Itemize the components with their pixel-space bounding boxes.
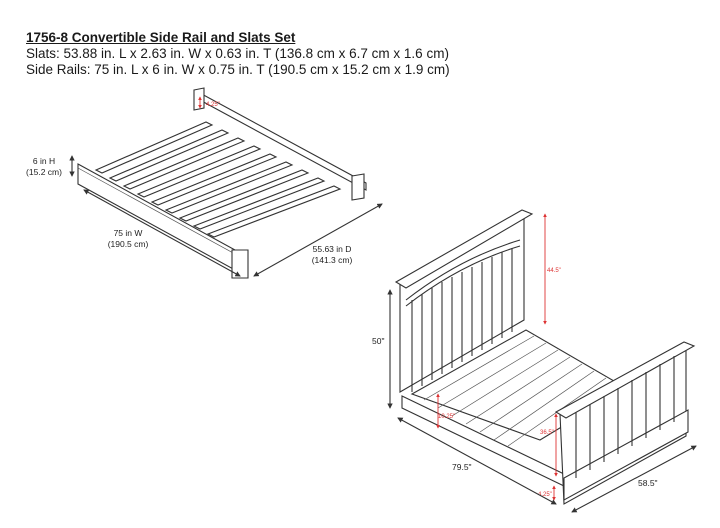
page-title: 1756-8 Convertible Side Rail and Slats S… [26,30,296,45]
slats-spec: Slats: 53.88 in. L x 2.63 in. W x 0.63 i… [26,46,449,61]
rail-end-bracket [231,249,249,279]
bed-width-dim: 58.5" [638,478,658,488]
header: 1756-8 Convertible Side Rail and Slats S… [26,30,450,78]
rail-bracket-dim: 4.25" [206,102,220,108]
bed-length-dim: 79.5" [452,462,472,472]
rail-slats-drawing: 4.25" 6 in H (15.2 cm) 75 in W (190.5 cm… [26,87,383,279]
headboard-crown [394,209,534,289]
side-rails-spec: Side Rails: 75 in. L x 6 in. W x 0.75 in… [26,62,450,77]
rail-height-in: 6 in H [33,156,55,166]
bed-drawing: 50" 44.5" 10.25" 36.5" 4.25" 79.5" 58.5" [372,209,697,513]
rail-height-dim: 10.25" [438,414,455,420]
rail-height-cm: (15.2 cm) [26,167,62,177]
footboard-height-dim: 36.5" [540,430,554,436]
rail-bracket-right [351,173,365,201]
rail-bracket-left [193,87,205,111]
rail-depth-in: 55.63 in D [313,244,352,254]
slats [94,121,342,238]
inner-height-dim: 44.5" [547,268,561,274]
headboard-height-dim: 50" [372,336,384,346]
rail-depth-cm: (141.3 cm) [312,255,353,265]
rail-width-cm: (190.5 cm) [108,239,149,249]
headboard-spindles [411,248,513,392]
rail-width-in: 75 in W [114,228,143,238]
footboard-crown [554,341,696,419]
